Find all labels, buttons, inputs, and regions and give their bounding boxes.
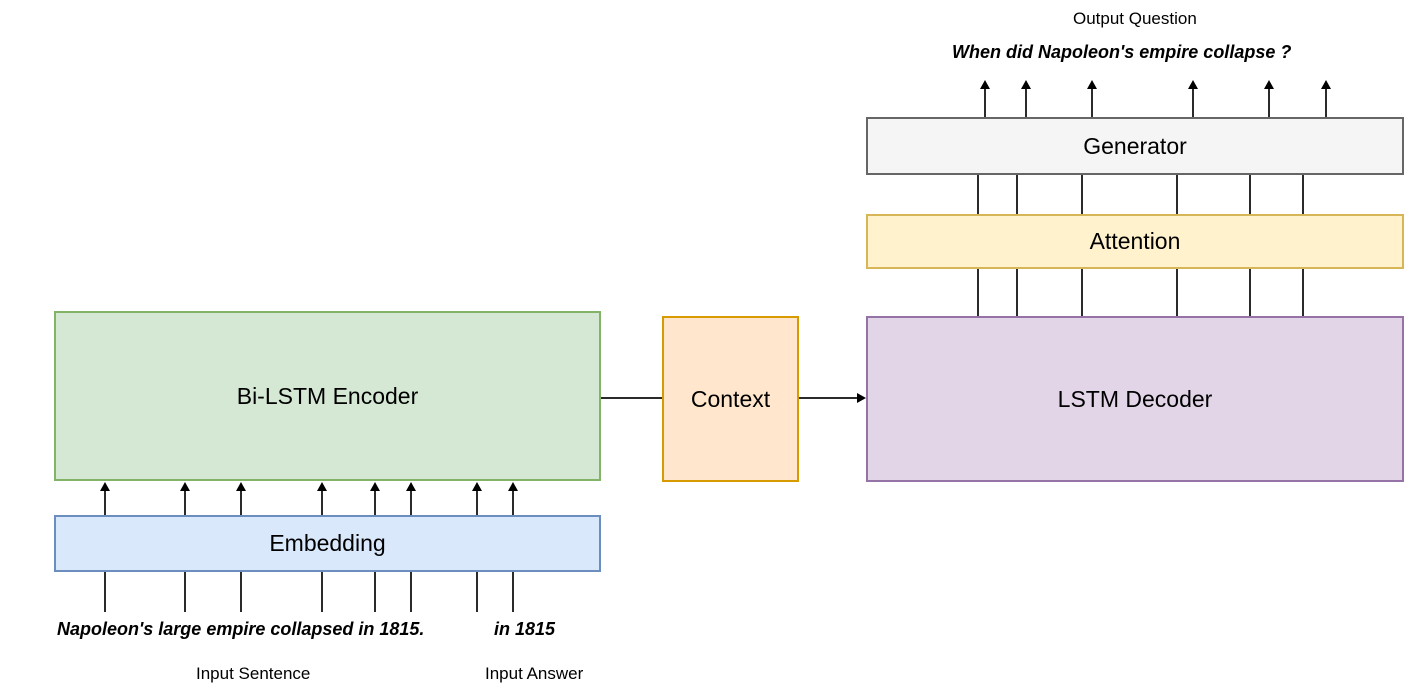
encoder-context-line: [600, 397, 662, 399]
input-answer-caption: Input Answer: [485, 664, 584, 683]
embedding-encoder-arrow-icon: [370, 482, 380, 491]
generator-output-line: [1268, 88, 1270, 117]
context-block[interactable]: Context: [662, 316, 799, 482]
attention-generator-line: [1249, 175, 1251, 214]
attention-generator-line: [1302, 175, 1304, 214]
embedding-encoder-line: [104, 490, 106, 515]
token-embedding-line: [104, 572, 106, 612]
output-question-label: Output Question: [1073, 9, 1197, 28]
embedding-encoder-line: [512, 490, 514, 515]
decoder-attention-line: [1176, 269, 1178, 316]
embedding-encoder-arrow-icon: [406, 482, 416, 491]
generator-output-arrow-icon: [1188, 80, 1198, 89]
generator-output-line: [1025, 88, 1027, 117]
generator-output-line: [984, 88, 986, 117]
decoder-attention-line: [1249, 269, 1251, 316]
embedding-encoder-arrow-icon: [180, 482, 190, 491]
embedding-encoder-line: [240, 490, 242, 515]
embedding-encoder-line: [321, 490, 323, 515]
context-decoder-arrow-icon: [857, 393, 866, 403]
generator-output-line: [1325, 88, 1327, 117]
embedding-encoder-line: [184, 490, 186, 515]
bilstm-encoder-label: Bi-LSTM Encoder: [236, 382, 419, 409]
token-embedding-line: [240, 572, 242, 612]
token-embedding-line: [410, 572, 412, 612]
generator-block[interactable]: Generator: [866, 117, 1404, 175]
attention-block[interactable]: Attention: [866, 214, 1404, 269]
attention-label: Attention: [1089, 228, 1181, 254]
generator-label: Generator: [1083, 132, 1187, 159]
embedding-encoder-line: [410, 490, 412, 515]
token-embedding-line: [512, 572, 514, 612]
generator-output-line: [1192, 88, 1194, 117]
attention-generator-line: [977, 175, 979, 214]
embedding-encoder-arrow-icon: [472, 482, 482, 491]
embedding-encoder-arrow-icon: [236, 482, 246, 491]
context-decoder-line: [799, 397, 858, 399]
generator-output-line: [1091, 88, 1093, 117]
token-embedding-line: [184, 572, 186, 612]
embedding-encoder-arrow-icon: [317, 482, 327, 491]
decoder-attention-line: [1302, 269, 1304, 316]
input-sentence-caption: Input Sentence: [196, 664, 311, 683]
generator-output-arrow-icon: [980, 80, 990, 89]
generator-output-arrow-icon: [1087, 80, 1097, 89]
output-question-text: When did Napoleon's empire collapse ?: [952, 42, 1292, 62]
embedding-encoder-arrow-icon: [508, 482, 518, 491]
embedding-encoder-line: [374, 490, 376, 515]
generator-output-arrow-icon: [1264, 80, 1274, 89]
attention-generator-line: [1176, 175, 1178, 214]
lstm-decoder-label: LSTM Decoder: [1057, 385, 1213, 412]
token-embedding-line: [476, 572, 478, 612]
embedding-label: Embedding: [269, 530, 386, 556]
token-embedding-line: [374, 572, 376, 612]
embedding-block[interactable]: Embedding: [54, 515, 601, 572]
attention-generator-line: [1016, 175, 1018, 214]
context-label: Context: [690, 385, 771, 412]
decoder-attention-line: [1016, 269, 1018, 316]
input-sentence-text: Napoleon's large empire collapsed in 181…: [57, 619, 425, 639]
decoder-attention-line: [977, 269, 979, 316]
embedding-encoder-arrow-icon: [100, 482, 110, 491]
token-embedding-line: [321, 572, 323, 612]
input-answer-text: in 1815: [494, 619, 556, 639]
embedding-encoder-line: [476, 490, 478, 515]
attention-generator-line: [1081, 175, 1083, 214]
decoder-attention-line: [1081, 269, 1083, 316]
lstm-decoder-block[interactable]: LSTM Decoder: [866, 316, 1404, 482]
generator-output-arrow-icon: [1321, 80, 1331, 89]
bilstm-encoder-block[interactable]: Bi-LSTM Encoder: [54, 311, 601, 481]
generator-output-arrow-icon: [1021, 80, 1031, 89]
